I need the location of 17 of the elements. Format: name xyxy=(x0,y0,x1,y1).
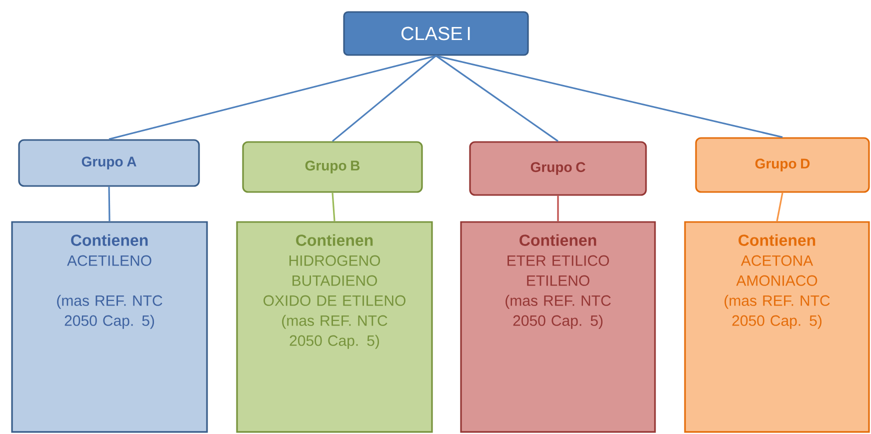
group-box: Grupo D xyxy=(695,137,870,193)
group-box: Grupo B xyxy=(242,141,423,193)
class-box: CLASE I xyxy=(343,11,529,56)
connector-line xyxy=(776,192,784,222)
content-box: Contienen ETER ETILICO ETILENO (mas REF. NTC 2050 Cap. 5) xyxy=(460,221,656,433)
group-box: Grupo C xyxy=(469,141,647,196)
content-box: Contienen HIDROGENO BUTADIENO OXIDO DE ETILENO (mas REF. NTC 2050 Cap. 5) xyxy=(236,221,433,433)
content-box: Contienen ACETONA AMONIACO (mas REF. NTC 2050 Cap. 5) xyxy=(684,221,870,433)
connector-line xyxy=(436,55,783,138)
connector-line xyxy=(108,55,436,140)
connector-line xyxy=(557,196,559,222)
connector-line xyxy=(332,192,336,222)
connector-line xyxy=(332,55,436,142)
group-box: Grupo A xyxy=(18,139,200,187)
content-box: Contienen ACETILENO (mas REF. NTC 2050 Cap. 5) xyxy=(11,221,208,433)
connector-line xyxy=(108,186,110,222)
connector-line xyxy=(436,55,558,142)
